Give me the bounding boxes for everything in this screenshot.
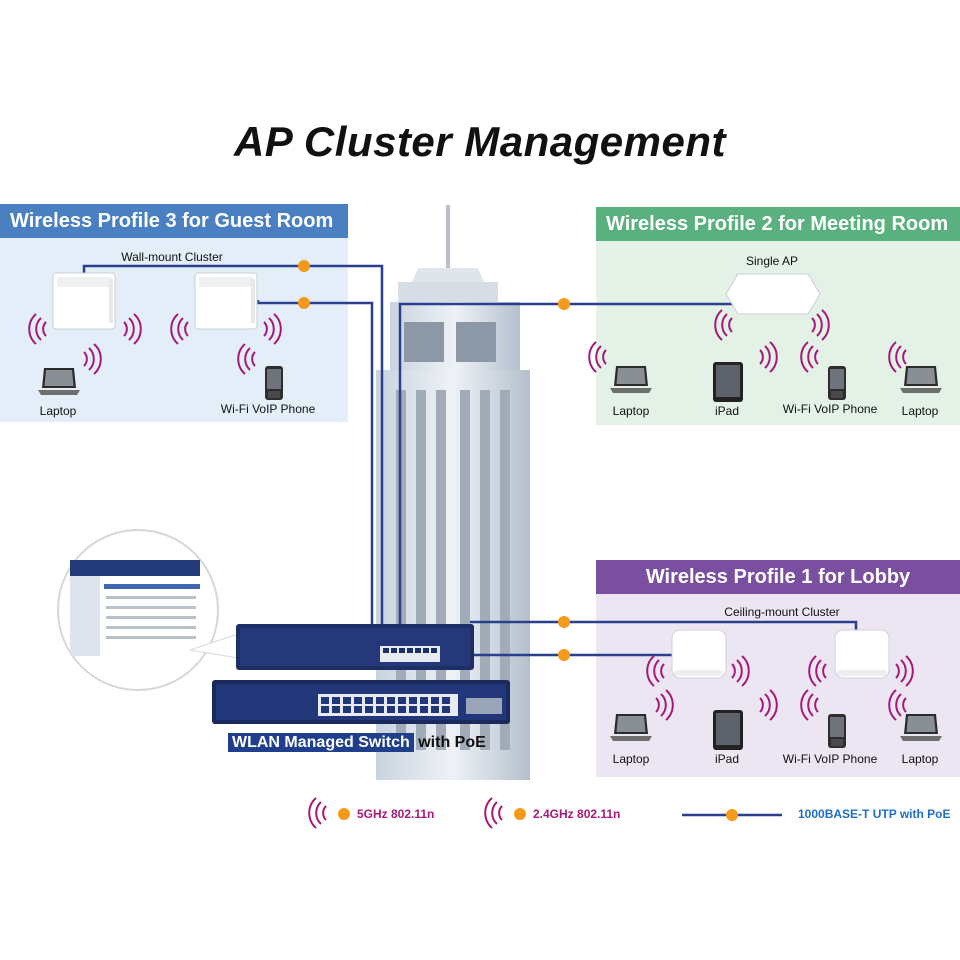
guest-device-laptop-label: Laptop <box>39 404 77 418</box>
legend-poe-badge <box>726 809 738 821</box>
zone-guest-body <box>0 238 348 422</box>
meeting-device-laptop-label: Laptop <box>612 404 650 418</box>
building-windows <box>396 390 510 750</box>
ceiling-mount-cluster-label: Ceiling-mount Cluster <box>724 605 840 619</box>
switch-caption: WLAN Managed Switch with PoE <box>228 733 486 752</box>
wifi-24g-icon <box>484 797 503 829</box>
legend-5g-label: 5GHz 802.11n <box>357 807 435 821</box>
meeting-device-phone-label: Wi-Fi VoIP Phone <box>782 402 878 416</box>
diagram-title: AP Cluster Management <box>233 118 727 165</box>
guest-device-phone-label: Wi-Fi VoIP Phone <box>220 402 316 416</box>
band-5g-badge <box>338 808 350 820</box>
building <box>376 205 530 780</box>
switch-caption-highlight: WLAN Managed Switch <box>228 733 414 752</box>
zone-lobby-header: Wireless Profile 1 for Lobby <box>596 560 960 594</box>
wlan-managed-switch <box>212 624 510 724</box>
lobby-device-laptop-label: Laptop <box>612 752 650 766</box>
wall-mount-cluster-label: Wall-mount Cluster <box>121 250 223 264</box>
poe-badge <box>558 298 570 310</box>
single-ap-label: Single AP <box>745 254 799 268</box>
poe-badge <box>558 649 570 661</box>
legend-24g-label: 2.4GHz 802.11n <box>533 807 621 821</box>
poe-badge <box>558 616 570 628</box>
legend-utp-label: 1000BASE-T UTP with PoE <box>798 807 951 821</box>
meeting-device-ipad-label: iPad <box>714 404 740 418</box>
lobby-device-laptop2-label: Laptop <box>901 752 939 766</box>
lobby-device-ipad-label: iPad <box>714 752 740 766</box>
zone-lobby-body <box>596 593 960 777</box>
lobby-device-phone-label: Wi-Fi VoIP Phone <box>782 752 878 766</box>
wifi-5g-icon <box>308 797 327 829</box>
meeting-device-laptop2-label: Laptop <box>901 404 939 418</box>
band-24g-badge <box>514 808 526 820</box>
zone-meeting-header: Wireless Profile 2 for Meeting Room <box>596 207 960 241</box>
management-ui-bubble <box>57 529 251 691</box>
zone-guest-header: Wireless Profile 3 for Guest Room <box>0 204 348 238</box>
switch-caption-rest: with PoE <box>413 734 486 751</box>
